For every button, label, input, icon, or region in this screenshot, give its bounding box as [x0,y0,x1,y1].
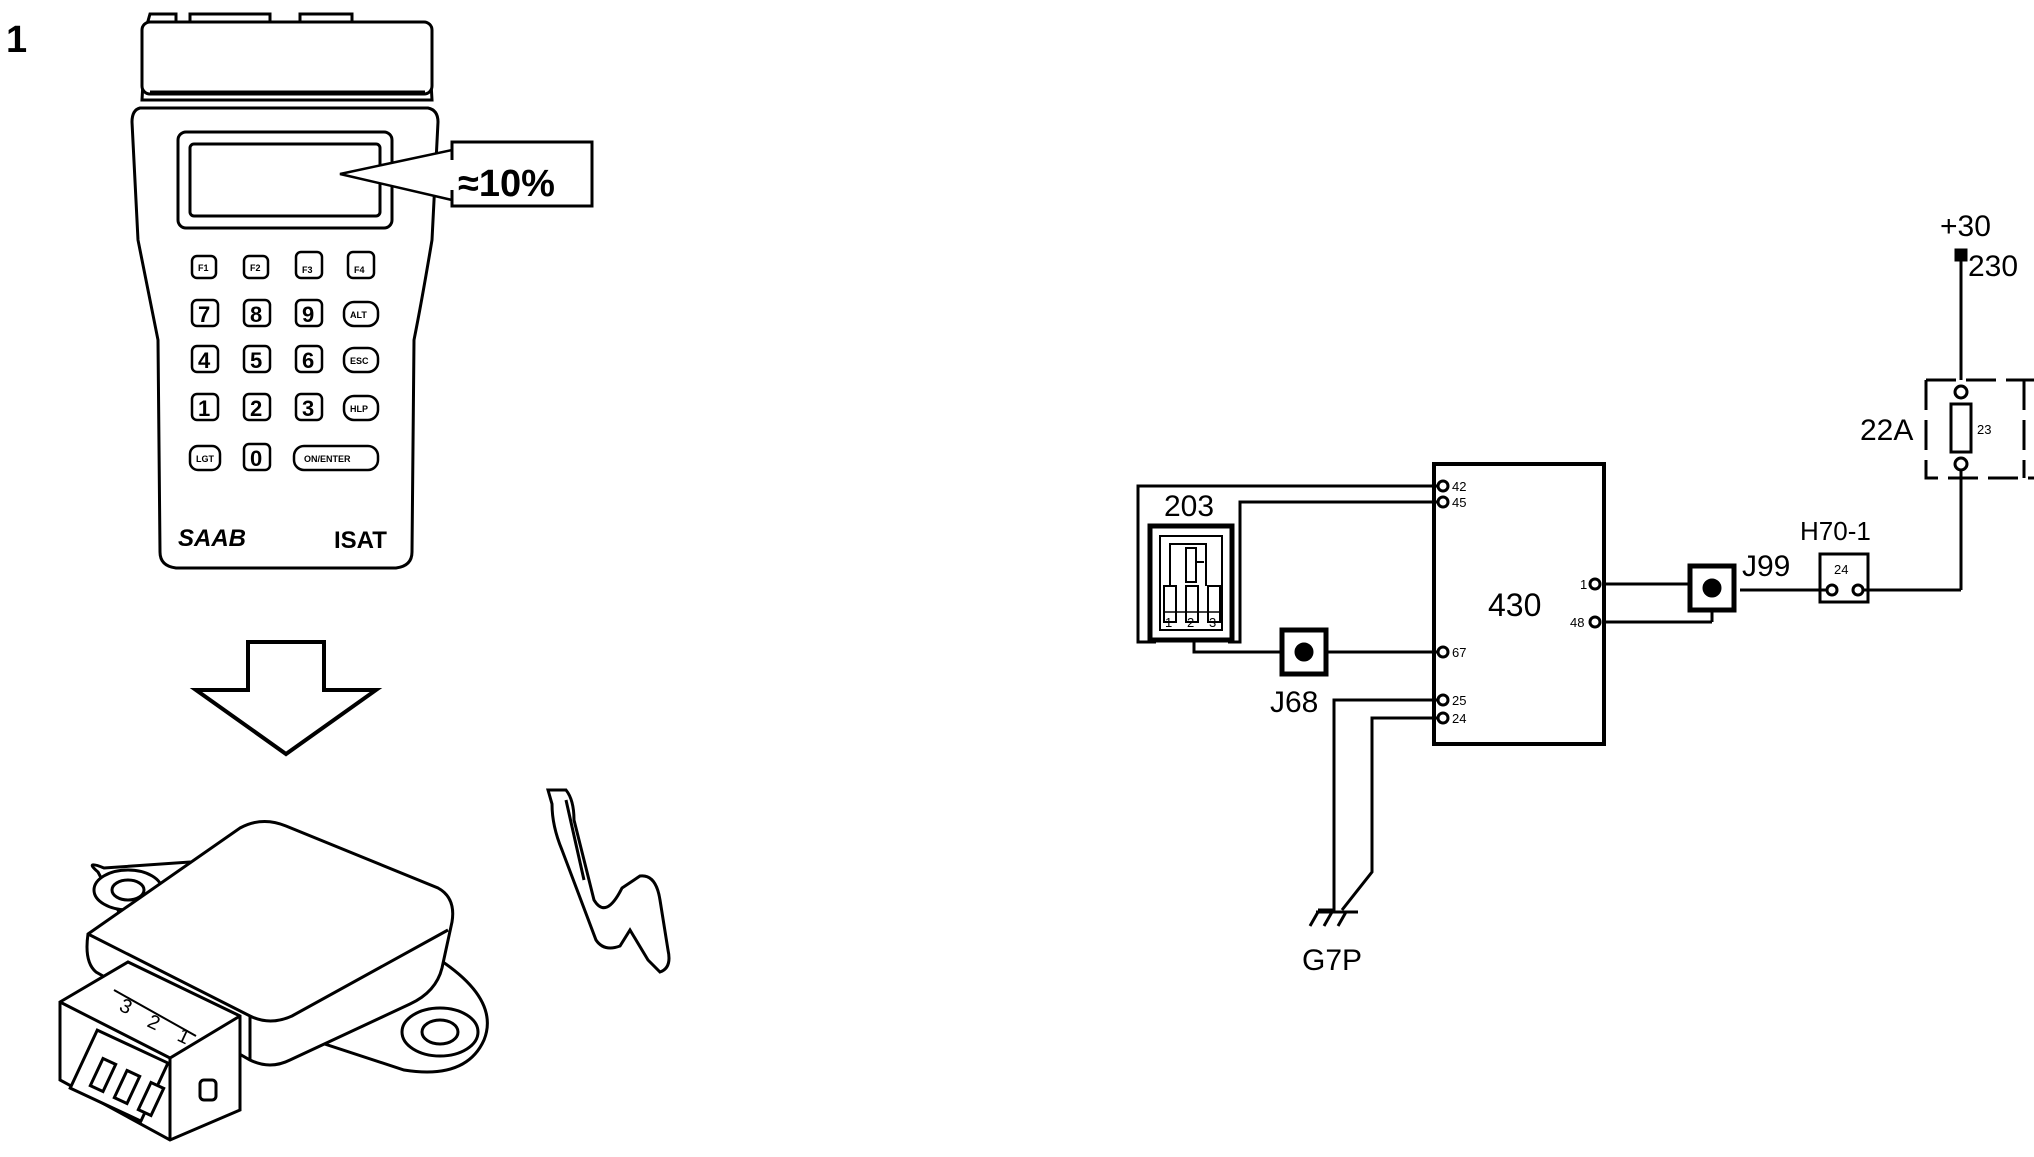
key-f2 [242,254,270,280]
key-alt [342,300,380,328]
key-f4-label: F4 [354,265,365,275]
key-0 [242,442,272,472]
isat-brand-logo: SAAB [178,525,246,552]
key-f4 [346,250,376,280]
key-7 [190,298,220,328]
key-4 [190,344,220,374]
ecu-pin-48: 48 [1570,615,1584,630]
fuse-number-label: 23 [1977,422,1991,437]
key-9-label: 9 [302,302,314,327]
supply-terminal [1954,248,1968,262]
key-2 [242,392,272,422]
sensor-203-pin-1: 1 [1165,615,1172,630]
key-hlp [342,394,380,422]
key-6 [294,344,324,374]
isat-keypad-labels: F1 F2 F3 F4 7 8 9 ALT 4 5 6 ESC 1 2 3 HL… [196,263,369,471]
key-6-label: 6 [302,348,314,373]
junction-j99-label: J99 [1742,550,1790,583]
key-lgt [188,444,222,472]
key-4-label: 4 [198,348,211,373]
key-5 [242,344,272,374]
throttle-pedal-illustration [546,788,671,974]
key-8 [242,298,272,328]
key-f1 [190,254,218,280]
key-f1-label: F1 [198,263,209,273]
key-7-label: 7 [198,302,210,327]
key-on-enter [292,444,380,472]
key-f3 [294,250,324,280]
connector-h70-label: H70-1 [1800,516,1871,546]
wiring-schematic [1136,248,2034,927]
key-on-enter-label: ON/ENTER [304,454,351,464]
key-f3-label: F3 [302,265,313,275]
isat-keypad [188,250,380,472]
ecu-pin-1: 1 [1580,577,1587,592]
figure-number: 1 [6,19,27,61]
key-8-label: 8 [250,302,262,327]
ecu-pin-45: 45 [1452,495,1466,510]
ecu-label: 430 [1488,587,1541,623]
connector-h70-pin-label: 24 [1834,562,1848,577]
key-1 [190,392,220,422]
throttle-sensor-illustration [58,820,489,1142]
key-0-label: 0 [250,446,262,471]
sensor-203-pin-3: 3 [1209,615,1216,630]
key-9 [294,298,324,328]
key-2-label: 2 [250,396,262,421]
key-esc [342,346,380,374]
key-alt-label: ALT [350,310,367,320]
isat-display-value: ≈10% [458,163,555,205]
key-3 [294,392,324,422]
ecu-pin-24: 24 [1452,711,1466,726]
sensor-component-label: 203 [1164,490,1214,523]
supply-node-label: 230 [1968,250,2018,283]
down-arrow-icon [189,640,383,757]
ecu-pin-67: 67 [1452,645,1466,660]
key-lgt-label: LGT [196,454,214,464]
key-f2-label: F2 [250,263,261,273]
ecu-pin-25: 25 [1452,693,1466,708]
key-5-label: 5 [250,348,262,373]
junction-j68-label: J68 [1270,686,1318,719]
ecu-pin-42: 42 [1452,479,1466,494]
key-esc-label: ESC [350,356,369,366]
isat-tester-illustration [130,12,594,570]
key-3-label: 3 [302,396,314,421]
sensor-203-pin-2: 2 [1187,615,1194,630]
supply-label: +30 [1940,210,1991,243]
fuse-box-label: 22A [1860,414,1913,447]
key-1-label: 1 [198,396,210,421]
key-hlp-label: HLP [350,404,368,414]
ground-label: G7P [1302,944,1362,977]
isat-model-label: ISAT [334,527,387,554]
